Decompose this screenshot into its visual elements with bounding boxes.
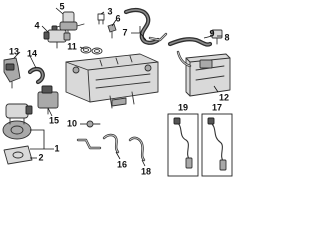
hose-part-7 <box>123 7 168 45</box>
solenoid-part-4 <box>43 29 71 49</box>
hose-part-16 <box>102 133 120 154</box>
callout-3: 3 <box>107 6 113 17</box>
callout-7: 7 <box>122 27 128 38</box>
leader-lines <box>13 7 222 167</box>
callout-17: 17 <box>211 102 223 113</box>
sensor-part-15 <box>37 85 59 115</box>
hose-part-18 <box>128 136 146 162</box>
callout-16: 16 <box>116 159 128 170</box>
clamp-part-3 <box>97 13 105 25</box>
callout-12: 12 <box>218 92 230 103</box>
callout-15: 15 <box>48 115 60 126</box>
callout-1: 1 <box>54 143 60 154</box>
callout-13: 13 <box>8 46 20 57</box>
callout-6: 6 <box>115 13 121 24</box>
valve-part-13 <box>3 57 21 89</box>
callout-11: 11 <box>67 41 77 52</box>
purge-valve-part-5 <box>51 11 85 37</box>
sensor-harness-part-19 <box>167 113 199 177</box>
sensor-harness-part-17 <box>201 113 233 177</box>
callout-8: 8 <box>224 32 230 43</box>
hose-part-9 <box>167 37 213 47</box>
callout-9: 9 <box>209 28 215 39</box>
o-rings-part-11 <box>80 46 103 55</box>
vent-assembly-part-12 <box>176 50 231 97</box>
canister-part-10 <box>65 53 159 109</box>
callout-5: 5 <box>59 1 65 12</box>
gasket-part-2 <box>3 145 33 165</box>
pipe-assembly <box>76 120 102 150</box>
egr-valve-part-1 <box>2 103 33 140</box>
clip-part-6 <box>107 23 117 39</box>
callout-4: 4 <box>34 20 40 31</box>
callout-2: 2 <box>38 152 44 163</box>
callout-10: 10 <box>66 118 78 129</box>
callout-18: 18 <box>140 166 152 177</box>
parts-diagram: 5 4 3 6 7 9 8 11 12 13 14 15 10 1 2 16 1… <box>2 1 233 177</box>
callout-19: 19 <box>177 102 189 113</box>
callout-14: 14 <box>26 48 38 59</box>
hose-part-14 <box>27 66 45 85</box>
diagram-art <box>2 7 233 177</box>
